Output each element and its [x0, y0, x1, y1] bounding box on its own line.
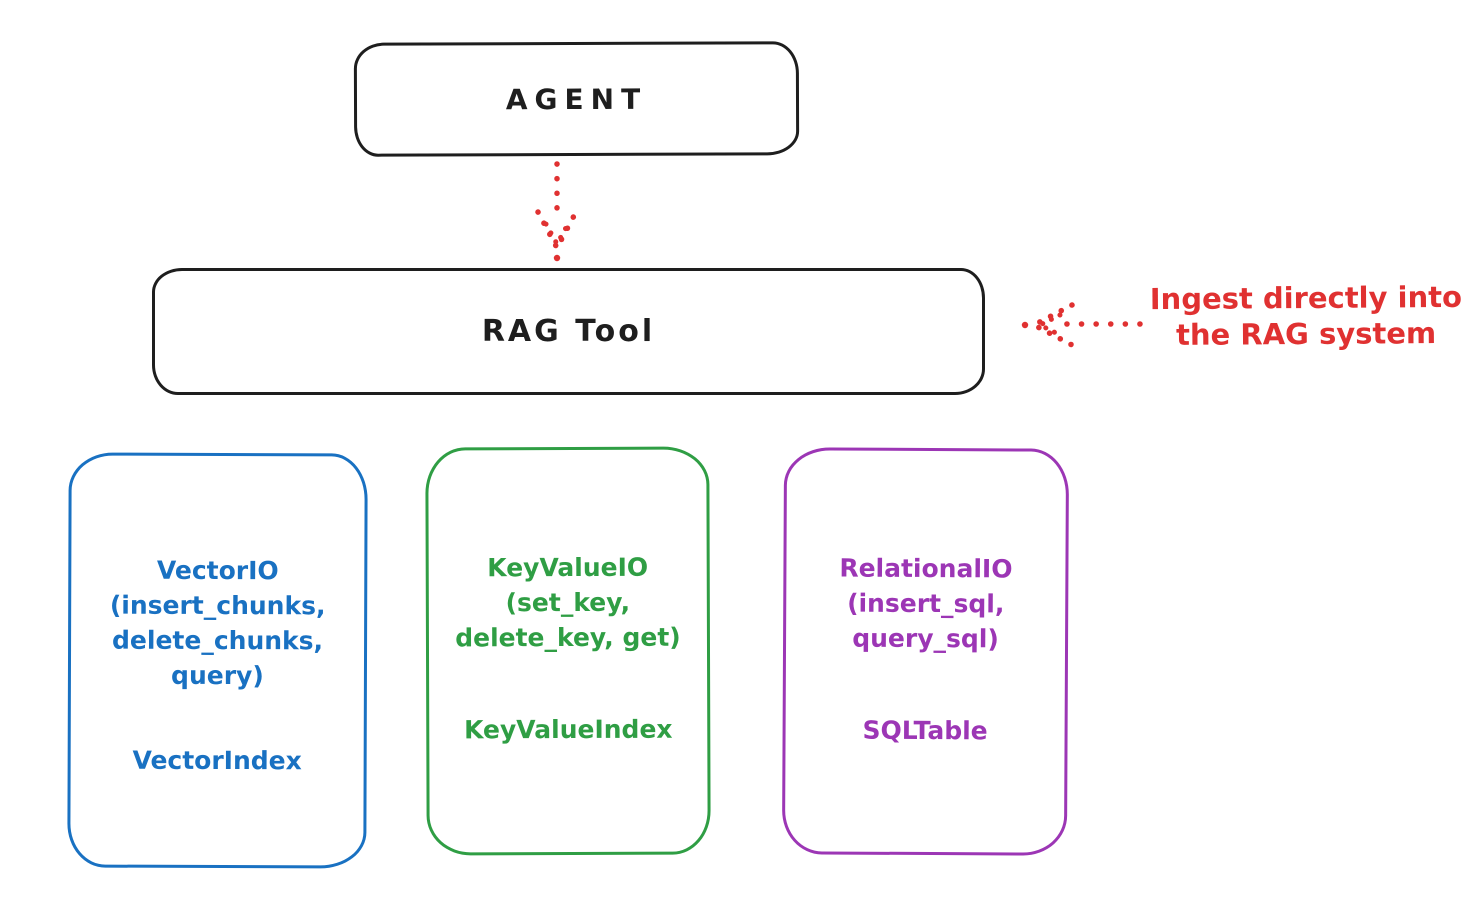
- ingest-annotation: Ingest directly into the RAG system: [1145, 279, 1467, 353]
- keyvalue-io-card: KeyValueIO (set_key, delete_key, get) Ke…: [425, 446, 711, 856]
- dotted-arrow-down-icon: [535, 161, 579, 262]
- ingest-annotation-line1: Ingest directly into: [1149, 279, 1463, 317]
- rag-tool-label: RAG Tool: [481, 314, 656, 349]
- rag-tool-box: RAG Tool: [152, 268, 985, 395]
- keyvalue-io-label: KeyValueIO (set_key, delete_key, get) Ke…: [429, 550, 708, 748]
- agent-label: AGENT: [505, 82, 648, 116]
- vector-io-label: VectorIO (insert_chunks, delete_chunks, …: [71, 552, 365, 778]
- agent-box: AGENT: [353, 41, 800, 157]
- vector-index-label: VectorIndex: [132, 745, 302, 776]
- sql-table-label: SQLTable: [862, 715, 988, 746]
- relational-io-card: RelationalIO (insert_sql, query_sql) SQL…: [781, 447, 1070, 856]
- relational-io-label: RelationalIO (insert_sql, query_sql) SQL…: [785, 550, 1065, 748]
- ingest-annotation-line2: the RAG system: [1175, 316, 1437, 352]
- keyvalue-index-label: KeyValueIndex: [464, 714, 673, 745]
- vector-io-card: VectorIO (insert_chunks, delete_chunks, …: [67, 452, 368, 869]
- dotted-arrow-left-icon: [1021, 302, 1143, 348]
